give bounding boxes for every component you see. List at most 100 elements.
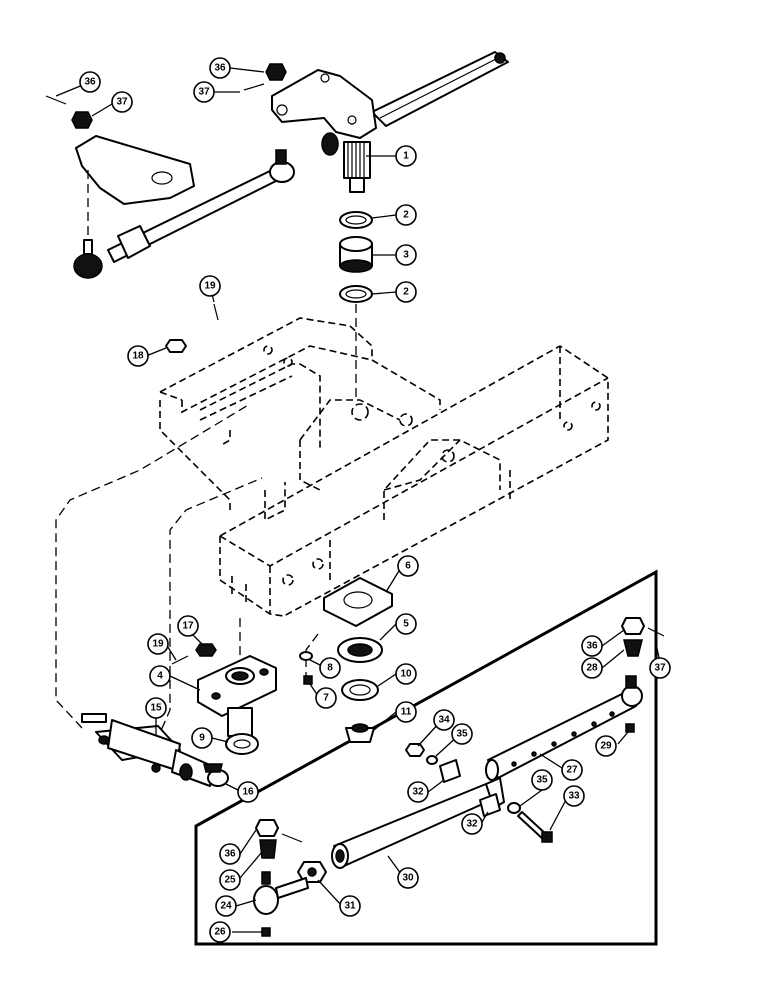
callout-32-upper: 32: [407, 781, 429, 803]
tie-rod-end-left: [253, 871, 309, 915]
callout-15: 15: [145, 697, 167, 719]
callout-number: 5: [403, 619, 409, 630]
callout-36-top-left: 36: [79, 71, 101, 93]
callout-2-upper: 2: [395, 204, 417, 226]
callout-number: 26: [214, 927, 226, 938]
dust-boot-28: [623, 639, 643, 657]
clamp-32-upper: [439, 759, 461, 783]
callout-18: 18: [127, 345, 149, 367]
callout-number: 37: [198, 87, 210, 98]
cotter-pin-19-lower: [171, 655, 189, 665]
callout-30: 30: [397, 867, 419, 889]
callout-number: 16: [242, 787, 254, 798]
seal-9: [225, 733, 259, 755]
nut-11: [345, 723, 375, 743]
callout-number: 36: [224, 849, 236, 860]
callout-2-lower: 2: [395, 281, 417, 303]
callout-number: 10: [400, 669, 412, 680]
steering-spindle: [343, 141, 371, 193]
callout-number: 25: [224, 875, 236, 886]
dashed-line-bolt: [305, 633, 319, 680]
callout-25: 25: [219, 869, 241, 891]
callout-number: 35: [536, 775, 548, 786]
seal-lower: [339, 285, 373, 303]
callout-number: 2: [403, 210, 409, 221]
callout-11: 11: [395, 701, 417, 723]
callout-number: 24: [220, 901, 232, 912]
castle-nut-top: [265, 63, 287, 81]
grease-fitting-29: [625, 723, 635, 733]
callout-number: 32: [466, 819, 478, 830]
seal-10: [341, 679, 379, 701]
callout-number: 34: [438, 715, 450, 726]
callout-36-inset-top: 36: [581, 635, 603, 657]
callout-number: 18: [132, 351, 144, 362]
leader-lines: [55, 67, 661, 933]
callout-37-top: 37: [193, 81, 215, 103]
callout-1: 1: [395, 145, 417, 167]
castle-nut-top-left: [71, 111, 93, 129]
callout-37-inset: 37: [649, 657, 671, 679]
callout-number: 4: [157, 671, 163, 682]
callout-17: 17: [177, 615, 199, 637]
callout-number: 31: [344, 901, 356, 912]
dashed-line-cylinder-left: [55, 403, 251, 729]
bolt-33: [517, 811, 553, 843]
callout-36-top: 36: [209, 57, 231, 79]
tie-rod-end-right: [621, 675, 643, 707]
callout-5: 5: [395, 613, 417, 635]
callout-number: 2: [403, 287, 409, 298]
callout-number: 15: [150, 703, 162, 714]
callout-33: 33: [563, 785, 585, 807]
callout-number: 27: [566, 765, 578, 776]
tractor-frame-phantom: [159, 317, 609, 617]
callout-number: 37: [654, 663, 666, 674]
callout-9: 9: [191, 727, 213, 749]
callout-number: 36: [586, 641, 598, 652]
washer-35-lower: [507, 802, 521, 814]
callout-number: 7: [323, 693, 329, 704]
upper-steering-arm: [75, 135, 195, 205]
callout-number: 33: [568, 791, 580, 802]
seal-upper: [339, 211, 373, 229]
callout-number: 30: [402, 873, 414, 884]
callout-35-lower: 35: [531, 769, 553, 791]
cylinder-rod-end: [203, 763, 229, 787]
jam-nut-31: [297, 861, 327, 883]
callout-number: 36: [214, 63, 226, 74]
callout-6: 6: [397, 555, 419, 577]
callout-number: 37: [116, 97, 128, 108]
callout-24: 24: [215, 895, 237, 917]
callout-number: 29: [600, 741, 612, 752]
grease-fitting-26: [261, 927, 271, 937]
cotter-pin-inset-bottom: [281, 833, 303, 843]
cotter-pin-37-inset-top: [647, 627, 665, 637]
callout-29: 29: [595, 735, 617, 757]
callout-number: 3: [403, 250, 409, 261]
callout-3: 3: [395, 244, 417, 266]
callout-26: 26: [209, 921, 231, 943]
cotter-pin-top: [243, 83, 265, 91]
needle-bearing: [339, 236, 373, 273]
callout-number: 19: [204, 281, 216, 292]
cotter-pin-top-left: [45, 95, 67, 105]
callout-34: 34: [433, 709, 455, 731]
callout-number: 11: [401, 707, 412, 718]
support-bracket: [197, 655, 277, 737]
callout-number: 35: [456, 729, 468, 740]
callout-32-lower: 32: [461, 813, 483, 835]
callout-number: 32: [412, 787, 424, 798]
upper-tie-rod-assembly: [73, 149, 295, 279]
castle-nut-36-inset-bottom: [255, 819, 279, 837]
callout-number: 28: [586, 663, 598, 674]
callout-number: 1: [403, 151, 409, 162]
steering-arm: [271, 69, 377, 156]
callout-16: 16: [237, 781, 259, 803]
callout-number: 19: [152, 639, 164, 650]
callout-number: 36: [84, 77, 96, 88]
callout-7: 7: [315, 687, 337, 709]
callout-number: 6: [405, 561, 411, 572]
cotter-pin-mid: [213, 303, 219, 321]
dust-boot-25: [259, 839, 277, 859]
